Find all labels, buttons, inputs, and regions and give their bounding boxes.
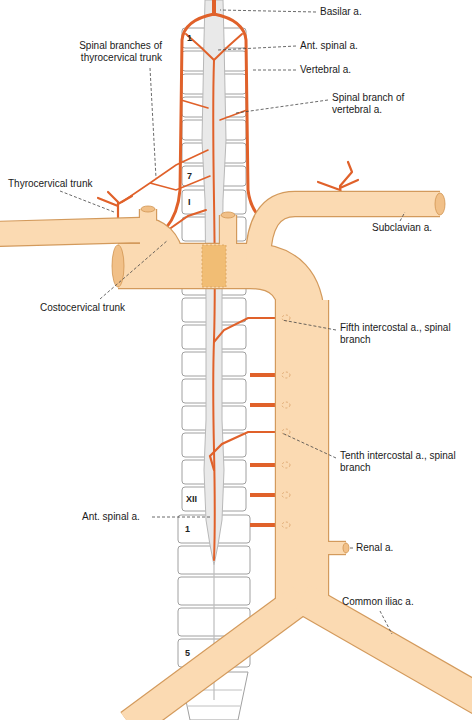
leader-line	[400, 212, 405, 221]
leader-line	[252, 70, 296, 71]
artery-outline	[130, 598, 302, 720]
artery-outline	[302, 598, 472, 700]
leader-line	[380, 611, 392, 634]
part-label: Ant. spinal a.	[82, 511, 140, 523]
basilar-artery	[212, 0, 216, 14]
cut-end	[112, 245, 124, 287]
cut-ends	[112, 193, 445, 553]
origin-mark	[282, 372, 290, 378]
vertebra-number: I	[188, 197, 191, 208]
artery-outline	[320, 541, 346, 555]
artery-outline	[275, 300, 329, 605]
part-label: Thyrocervical trunk	[8, 178, 92, 190]
part-label: Basilar a.	[320, 6, 362, 18]
leader-line	[220, 10, 316, 12]
artery-outline	[139, 209, 157, 260]
leader-line	[100, 240, 168, 299]
artery-fill	[302, 598, 472, 700]
leader-line	[236, 100, 328, 113]
vertebra-number: 7	[187, 171, 192, 182]
part-label: Subclavian a.	[372, 222, 432, 234]
vertebra-number: 1	[185, 524, 190, 535]
origin-mark	[282, 492, 290, 498]
cut-end	[343, 543, 349, 553]
part-label: Costocervical trunk	[40, 302, 125, 314]
leader-line	[60, 191, 114, 212]
cord-window	[202, 245, 226, 287]
vertebra-number: 1	[187, 33, 192, 44]
vertebral-spinal-branch	[181, 100, 247, 120]
origin-mark	[282, 522, 290, 528]
part-label: Ant. spinal a.	[300, 40, 358, 52]
artery-fill	[258, 204, 440, 262]
origin-mark	[282, 315, 290, 321]
vertebra-number: XII	[186, 494, 197, 505]
cut-end	[221, 212, 235, 218]
leader-line	[152, 517, 210, 518]
leader-line	[218, 46, 296, 50]
aorta-and-branches	[0, 204, 472, 720]
part-label: Fifth intercostal a., spinal branch	[340, 322, 462, 346]
intercostal-origins	[282, 315, 290, 528]
leader-line	[282, 433, 336, 458]
part-label: Tenth intercostal a., spinal branch	[340, 450, 462, 474]
thyrocervical-spinal-branch	[122, 150, 210, 202]
leader-line	[349, 548, 353, 549]
vertebra-number: 5	[185, 648, 190, 659]
spinal-cord	[202, 0, 226, 565]
artery-fill	[130, 598, 302, 720]
fifth-intercostal-spinal-branch	[214, 318, 282, 342]
leader-line	[150, 68, 156, 178]
part-label: Vertebral a.	[300, 64, 351, 76]
artery-fill	[320, 542, 346, 554]
vertebral-artery	[166, 14, 214, 228]
leader-line	[282, 320, 336, 330]
origin-mark	[282, 429, 290, 435]
part-label: Spinal branches of thyrocervical trunk	[36, 40, 162, 64]
part-label: Spinal branch of vertebral a.	[332, 92, 444, 116]
vertebral-artery	[214, 14, 262, 220]
anterior-spinal-root	[186, 34, 242, 60]
cut-end	[435, 193, 445, 215]
artery-fill	[276, 300, 328, 605]
cut-end	[141, 206, 155, 212]
origin-mark	[282, 462, 290, 468]
costocervical-trunk	[168, 210, 206, 230]
part-label: Renal a.	[356, 542, 393, 554]
origin-mark	[282, 402, 290, 408]
anterior-spinal-artery	[213, 60, 215, 560]
part-label: Common iliac a.	[342, 596, 414, 608]
